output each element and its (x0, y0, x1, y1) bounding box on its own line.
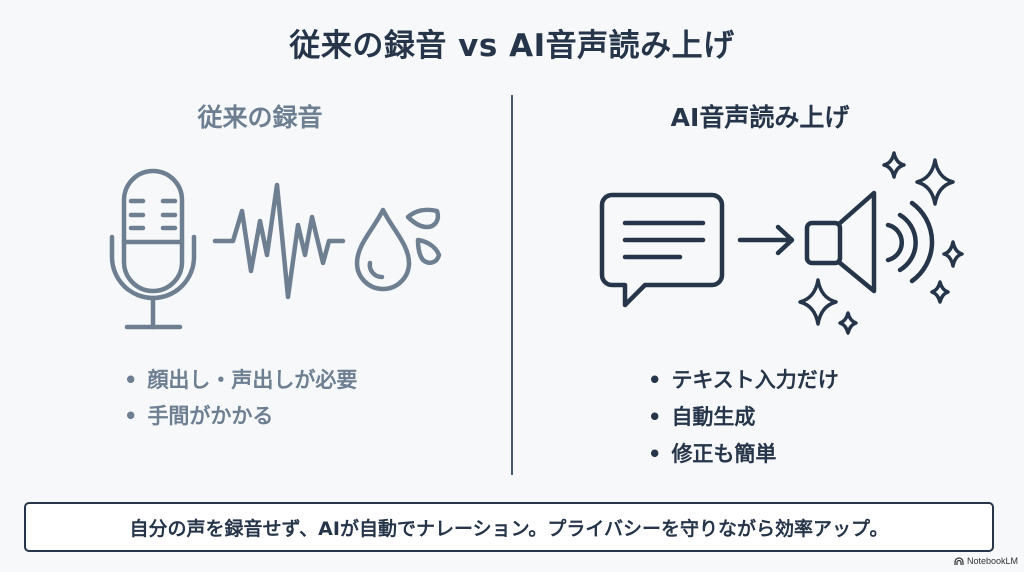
left-illustration (105, 165, 455, 344)
microphone-icon (109, 168, 197, 330)
brand-label: NotebookLM (966, 556, 1018, 566)
page-title: 従来の録音 vs AI音声読み上げ (289, 28, 735, 64)
right-illustration (590, 145, 980, 344)
sparkles-icon (798, 151, 964, 335)
left-bullet-list: 顔出し・声出しが必要 手間がかかる (124, 362, 357, 434)
column-divider (511, 95, 513, 475)
right-heading: AI音声読み上げ (670, 103, 850, 132)
sweat-drops-icon (354, 207, 442, 292)
left-bullet-item: 顔出し・声出しが必要 (124, 362, 357, 398)
right-bullet-list: テキスト入力だけ 自動生成 修正も簡単 (648, 362, 839, 473)
speech-bubble-text-icon (599, 192, 725, 308)
right-bullet-item: テキスト入力だけ (648, 362, 838, 399)
right-bullet-item: 修正も簡単 (648, 436, 839, 473)
summary-box: 自分の声を録音せず、AIが自動でナレーション。プライバシーを守りながら効率アップ… (24, 502, 994, 552)
arrow-right-icon (737, 224, 795, 256)
summary-text: 自分の声を録音せず、AIが自動でナレーション。プライバシーを守りながら効率アップ… (129, 517, 889, 540)
waveform-icon (212, 182, 346, 300)
brand-watermark: NotebookLM (954, 556, 1018, 566)
right-bullet-item: 自動生成 (648, 399, 839, 436)
left-heading: 従来の録音 (197, 103, 323, 132)
left-bullet-item: 手間がかかる (124, 398, 357, 434)
notebooklm-logo-icon (954, 556, 964, 565)
speaker-icon (804, 190, 935, 294)
